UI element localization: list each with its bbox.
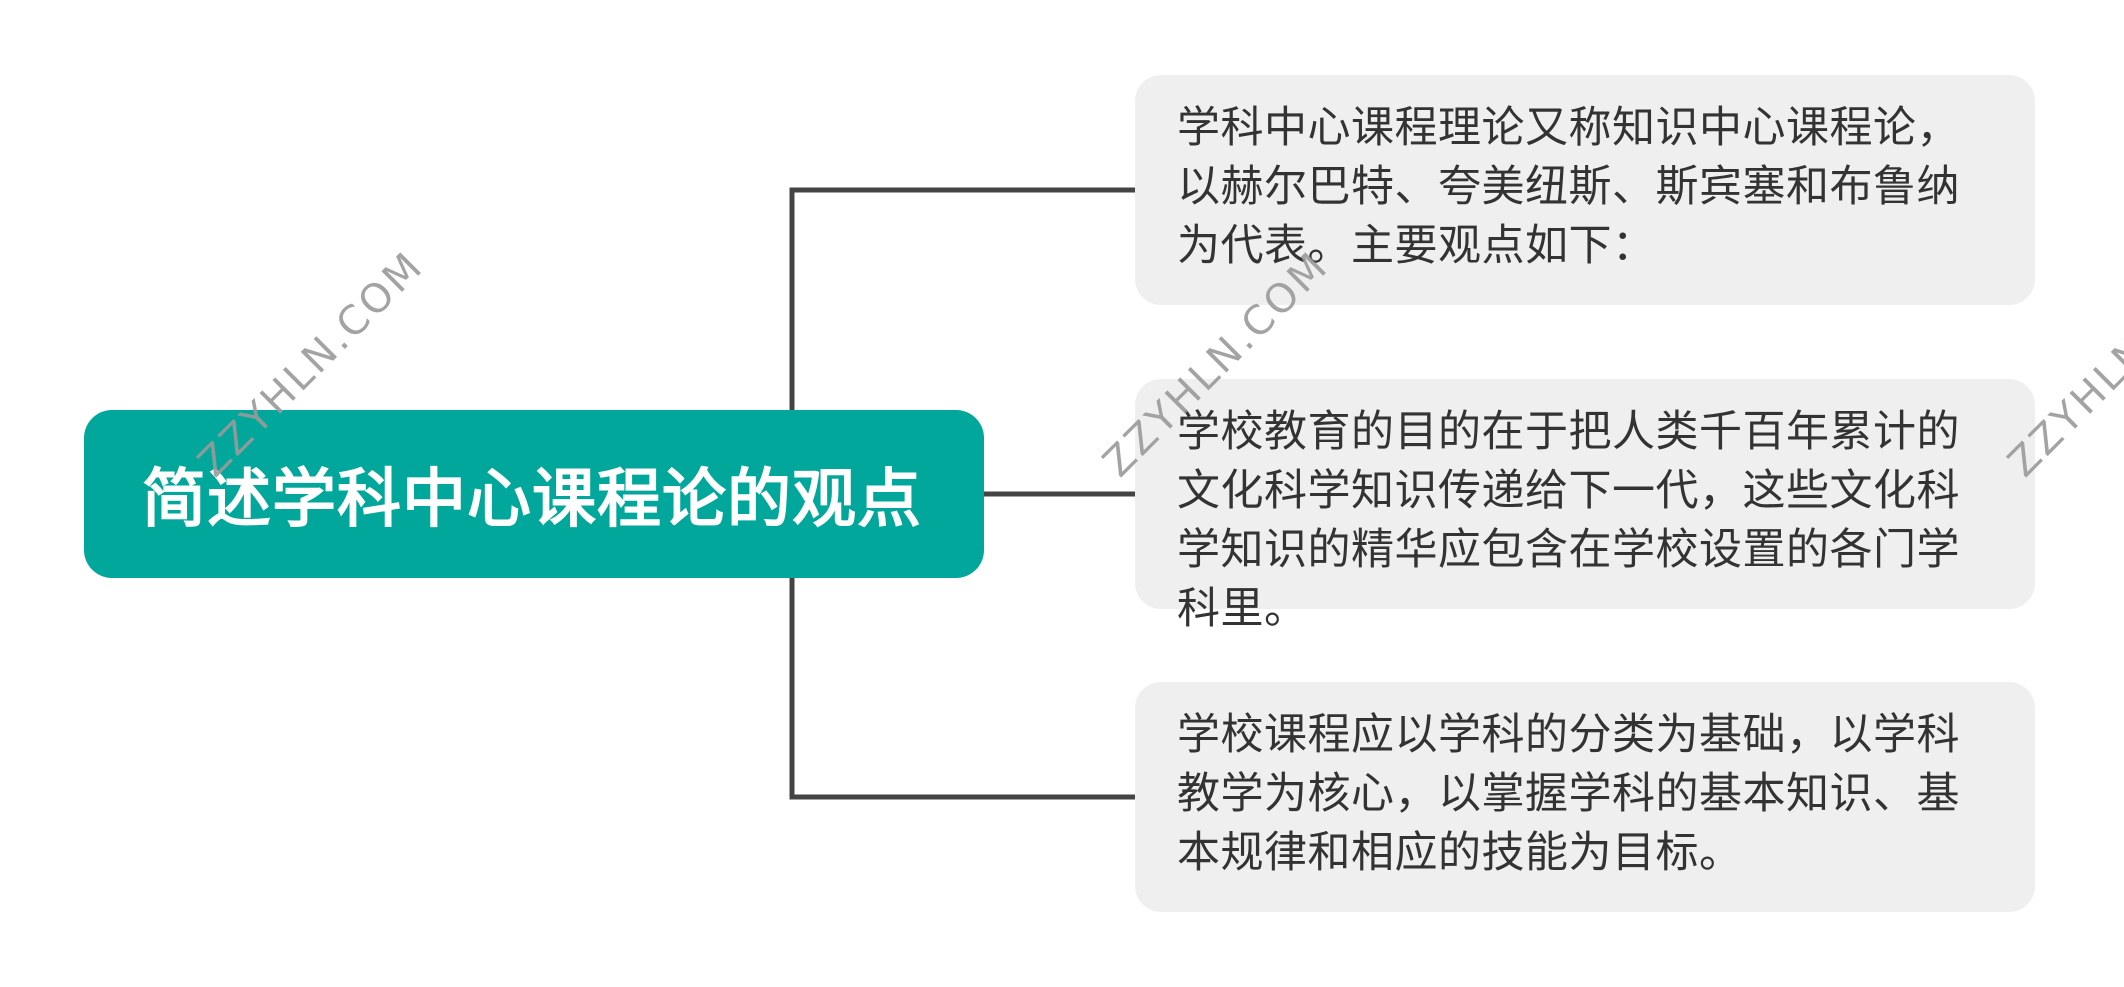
branch-topic-1-text: 学科中心课程理论又称知识中心课程论，以赫尔巴特、夸美纽斯、斯宾塞和布鲁纳为代表。… [1177, 103, 1960, 271]
connector-root-to-branch-3 [789, 494, 1135, 800]
branch-topic-3[interactable]: 学校课程应以学科的分类为基础，以学科教学为核心，以掌握学科的基本知识、基本规律和… [1135, 682, 2035, 912]
branch-topic-1[interactable]: 学科中心课程理论又称知识中心课程论，以赫尔巴特、夸美纽斯、斯宾塞和布鲁纳为代表。… [1135, 75, 2035, 305]
branch-topic-3-text: 学校课程应以学科的分类为基础，以学科教学为核心，以掌握学科的基本知识、基本规律和… [1177, 710, 1960, 878]
branch-topic-2[interactable]: 学校教育的目的在于把人类千百年累计的文化科学知识传递给下一代，这些文化科学知识的… [1135, 379, 2035, 634]
root-topic-title: 简述学科中心课程论的观点 [142, 463, 922, 537]
branch-topic-2-text: 学校教育的目的在于把人类千百年累计的文化科学知识传递给下一代，这些文化科学知识的… [1177, 407, 1960, 634]
root-topic[interactable]: 简述学科中心课程论的观点 [84, 410, 984, 578]
